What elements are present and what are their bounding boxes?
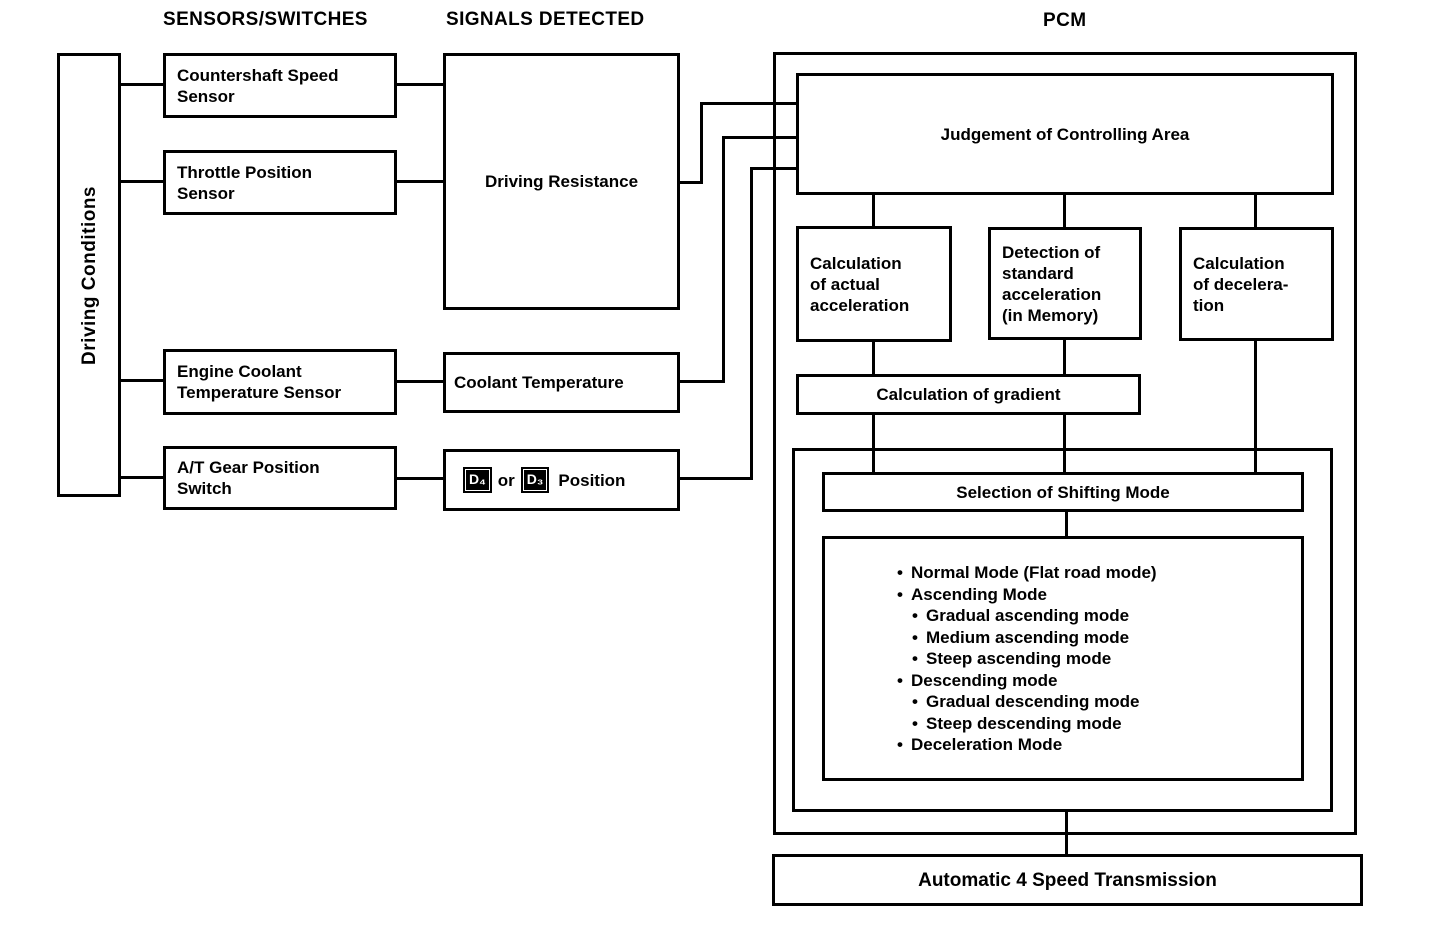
mode-item: • Gradual ascending mode bbox=[912, 605, 1291, 627]
bullet-icon: • bbox=[912, 713, 918, 733]
calc-actual-acceleration-box: Calculation of actual acceleration bbox=[796, 226, 952, 342]
or-text: or bbox=[497, 470, 515, 490]
bullet-icon: • bbox=[897, 670, 903, 690]
mode-list: • Normal Mode (Flat road mode) • Ascending … bbox=[822, 536, 1304, 781]
connector-deceleration-selection bbox=[1254, 340, 1257, 474]
at-gear-position-switch-box: A/T Gear Position Switch bbox=[163, 446, 397, 510]
driving-conditions-label: Driving Conditions bbox=[78, 185, 100, 365]
connector-coolant-h1 bbox=[679, 380, 725, 383]
mode-item: • Normal Mode (Flat road mode) bbox=[897, 562, 1291, 584]
judgement-box: Judgement of Controlling Area bbox=[796, 73, 1334, 195]
connector-coolant-h2 bbox=[722, 136, 798, 139]
mode-item-label: Ascending Mode bbox=[911, 584, 1048, 604]
mode-item-label: Steep descending mode bbox=[926, 713, 1122, 733]
throttle-position-sensor-box: Throttle Position Sensor bbox=[163, 150, 397, 215]
position-label: Position bbox=[558, 470, 626, 490]
header-pcm: PCM bbox=[1043, 10, 1087, 31]
mode-item: • Deceleration Mode bbox=[897, 734, 1291, 756]
mode-item: • Gradual descending mode bbox=[912, 691, 1291, 713]
connector-throttle-resistance bbox=[396, 180, 444, 183]
mode-item: • Medium ascending mode bbox=[912, 627, 1291, 649]
connector-judgement-deceleration bbox=[1254, 194, 1257, 228]
d3-badge: D₃ bbox=[520, 467, 550, 493]
connector-coolantsensor-coolanttemp bbox=[396, 380, 444, 383]
bullet-icon: • bbox=[912, 627, 918, 647]
bullet-icon: • bbox=[897, 735, 903, 754]
connector-dc-countershaft bbox=[120, 83, 164, 86]
connector-dc-coolant bbox=[120, 379, 164, 382]
mode-item: • Descending mode bbox=[897, 670, 1291, 692]
driving-conditions-box: Driving Conditions bbox=[57, 53, 121, 497]
connector-selection-modes bbox=[1065, 511, 1068, 537]
connector-gradient-selection-1 bbox=[872, 414, 875, 474]
connector-position-h1 bbox=[679, 477, 753, 480]
connector-dc-throttle bbox=[120, 180, 164, 183]
connector-judgement-actual bbox=[872, 194, 875, 227]
bullet-icon: • bbox=[912, 649, 918, 668]
selection-shifting-mode-box: Selection of Shifting Mode bbox=[822, 472, 1304, 512]
engine-coolant-temperature-sensor-box: Engine Coolant Temperature Sensor bbox=[163, 349, 397, 415]
mode-item-label: Gradual descending mode bbox=[926, 692, 1140, 711]
connector-position-v bbox=[750, 167, 753, 480]
calc-deceleration-box: Calculation of decelera- tion bbox=[1179, 227, 1334, 341]
mode-item-label: Deceleration Mode bbox=[911, 735, 1063, 754]
mode-item-label: Normal Mode (Flat road mode) bbox=[911, 563, 1157, 582]
connector-dc-gear bbox=[120, 476, 164, 479]
connector-judgement-detection bbox=[1063, 194, 1066, 228]
driving-resistance-box: Driving Resistance bbox=[443, 53, 680, 310]
connector-gear-position bbox=[396, 477, 444, 480]
detection-standard-acceleration-box: Detection of standard acceleration (in M… bbox=[988, 227, 1142, 340]
connector-resistance-v bbox=[700, 102, 703, 184]
automatic-transmission-box: Automatic 4 Speed Transmission bbox=[772, 854, 1363, 906]
connector-detection-gradient bbox=[1063, 339, 1066, 375]
mode-item-label: Descending mode bbox=[911, 670, 1058, 690]
connector-actual-gradient bbox=[872, 341, 875, 375]
mode-item: • Steep descending mode bbox=[912, 713, 1291, 735]
header-sensors-switches: SENSORS/SWITCHES bbox=[163, 9, 368, 30]
bullet-icon: • bbox=[912, 606, 918, 625]
bullet-icon: • bbox=[897, 563, 903, 582]
mode-item: • Steep ascending mode bbox=[912, 648, 1291, 670]
d4-badge: D₄ bbox=[463, 467, 492, 493]
connector-pcm-transmission bbox=[1065, 811, 1068, 855]
connector-resistance-h1 bbox=[679, 181, 703, 184]
calc-gradient-box: Calculation of gradient bbox=[796, 374, 1141, 415]
coolant-temperature-box: Coolant Temperature bbox=[443, 352, 680, 413]
connector-position-h2 bbox=[750, 167, 798, 170]
gear-position-signal-box: D₄ or D₃ Position bbox=[443, 449, 680, 511]
connector-resistance-h2 bbox=[700, 102, 798, 105]
mode-item-label: Steep ascending mode bbox=[926, 649, 1112, 668]
connector-gradient-selection-2 bbox=[1063, 414, 1066, 474]
bullet-icon: • bbox=[912, 692, 918, 711]
bullet-icon: • bbox=[897, 584, 903, 604]
countershaft-speed-sensor-box: Countershaft Speed Sensor bbox=[163, 53, 397, 118]
connector-coolant-v bbox=[722, 136, 725, 383]
mode-item: • Ascending Mode bbox=[897, 584, 1291, 606]
mode-item-label: Gradual ascending mode bbox=[926, 606, 1130, 625]
header-signals-detected: SIGNALS DETECTED bbox=[446, 9, 645, 30]
connector-countershaft-resistance bbox=[396, 83, 444, 86]
mode-item-label: Medium ascending mode bbox=[926, 627, 1130, 647]
